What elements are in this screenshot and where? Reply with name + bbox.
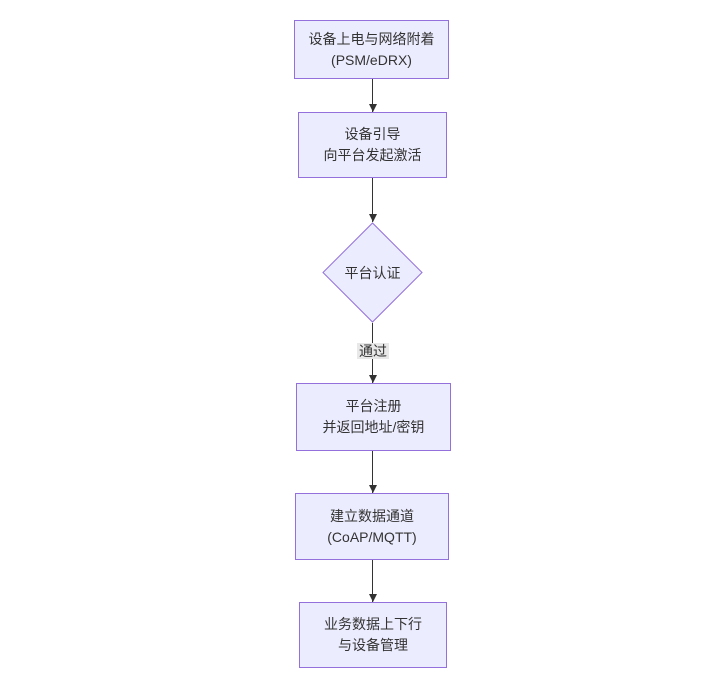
edge-register-to-channel (368, 451, 377, 493)
edge-label-pass: 通过 (357, 343, 389, 359)
node-line: 与设备管理 (338, 637, 408, 653)
arrow-down-icon (368, 104, 377, 112)
decision-platform-auth: 平台认证 (322, 222, 423, 323)
node-line: 设备上电与网络附着 (308, 30, 435, 47)
edge-power-to-bootstrap (368, 79, 377, 112)
node-platform-register: 平台注册 并返回地址/密钥 (296, 383, 451, 451)
node-line: 平台注册 (345, 398, 402, 414)
arrow-down-icon (368, 594, 377, 602)
node-line: 设备引导 (344, 126, 401, 142)
node-line: 并返回地址/密钥 (322, 419, 425, 435)
node-data-channel: 建立数据通道 (CoAP/MQTT) (295, 493, 449, 560)
arrow-down-icon (368, 375, 377, 383)
arrow-down-icon (368, 214, 377, 222)
node-line: (CoAP/MQTT) (327, 528, 417, 545)
node-line: (PSM/eDRX) (331, 51, 412, 68)
node-line: 业务数据上下行 (324, 616, 422, 632)
node-power-on-network-attach: 设备上电与网络附着 (PSM/eDRX) (294, 20, 449, 79)
node-line: 向平台发起激活 (323, 147, 422, 163)
decision-label: 平台认证 (344, 264, 401, 281)
node-business-data-mgmt: 业务数据上下行 与设备管理 (299, 602, 447, 668)
arrow-down-icon (368, 485, 377, 493)
node-device-bootstrap: 设备引导 向平台发起激活 (298, 112, 447, 178)
node-line: 建立数据通道 (330, 507, 414, 524)
edge-bootstrap-to-auth (368, 178, 377, 222)
edge-channel-to-business (368, 560, 377, 602)
